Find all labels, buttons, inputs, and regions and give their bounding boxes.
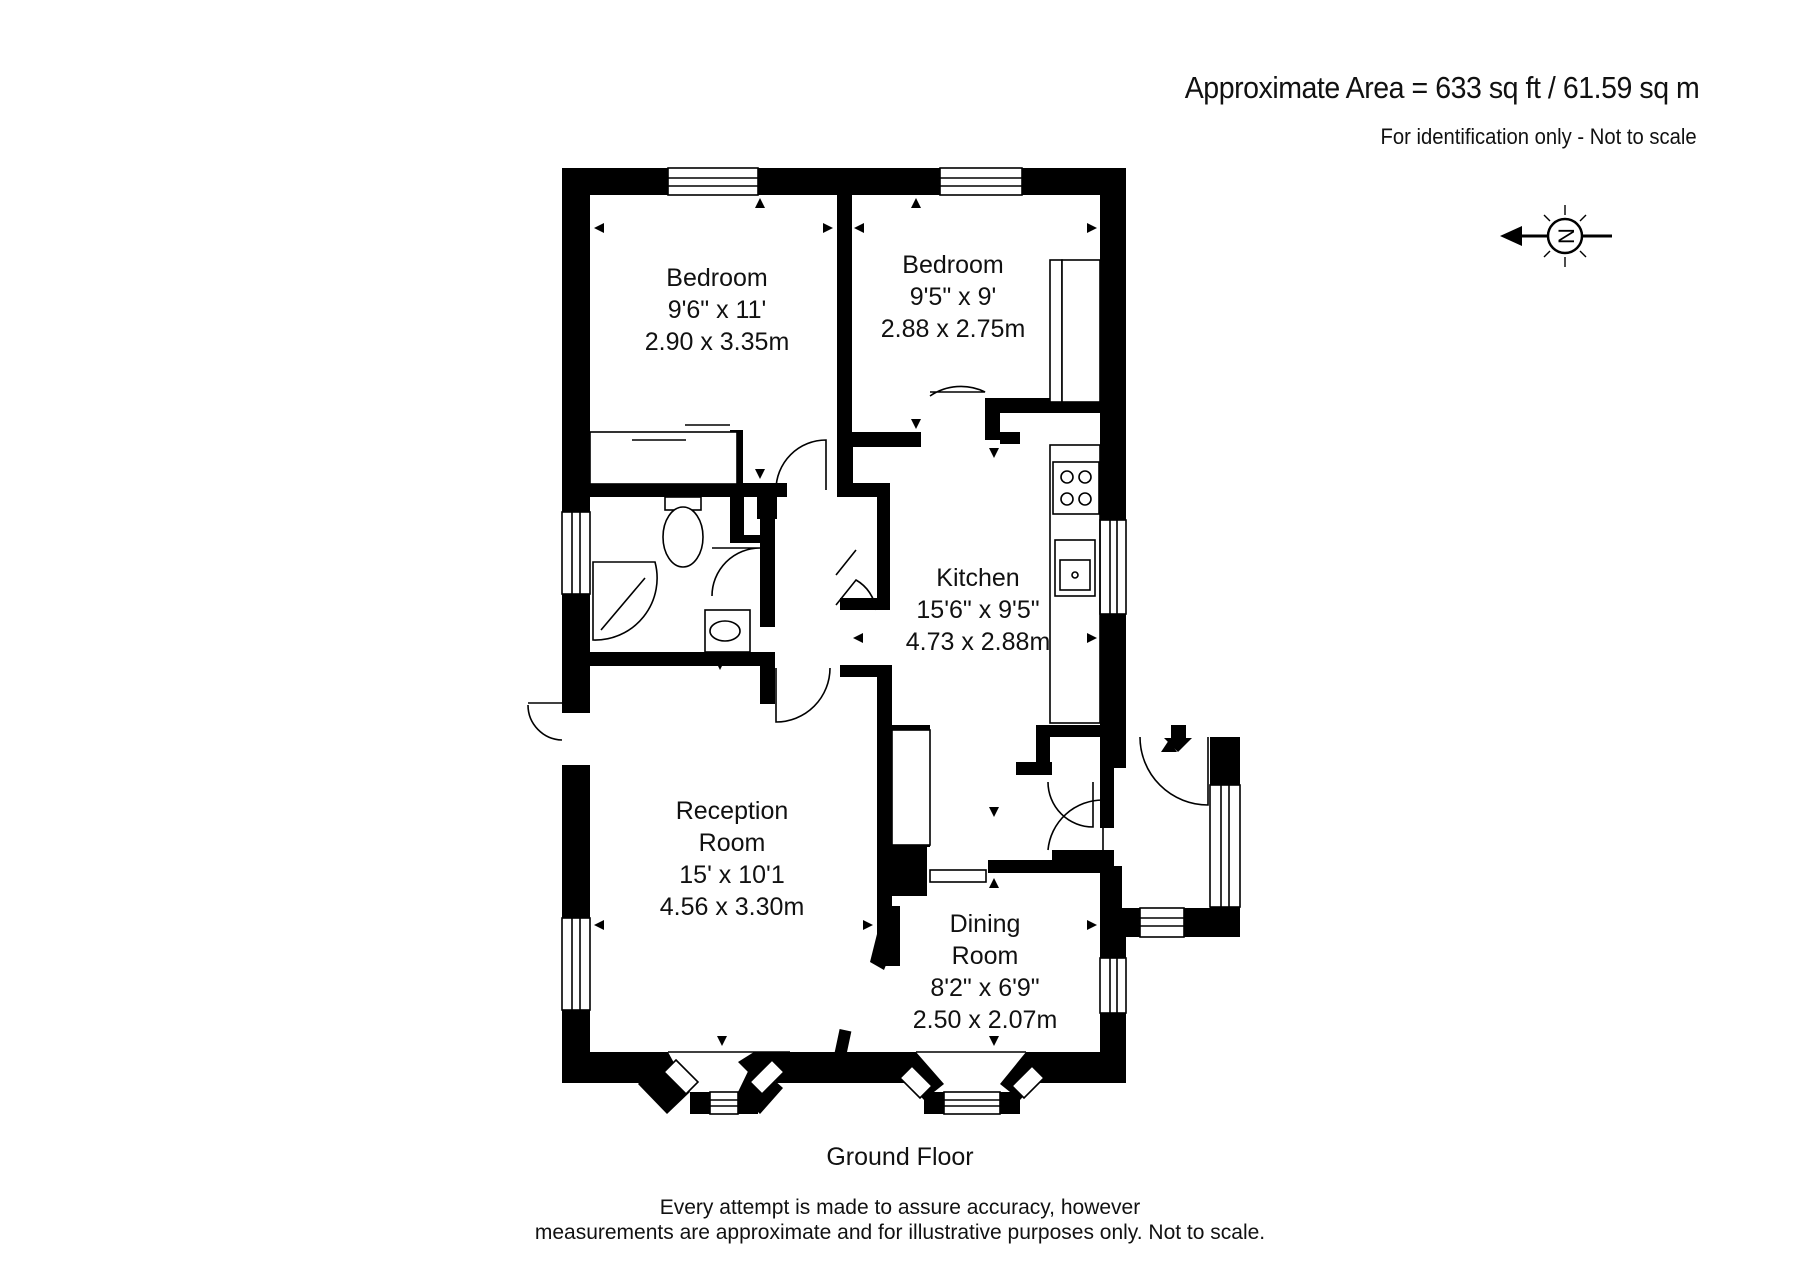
room-dining: Dining Room 8'2" x 6'9" 2.50 x 2.07m (913, 910, 1058, 1034)
room-imperial: 9'6" x 11' (668, 296, 767, 324)
room-name: Bedroom (666, 264, 767, 292)
room-kitchen: Kitchen 15'6" x 9'5" 4.73 x 2.88m (906, 564, 1051, 656)
disclaimer-line-2: measurements are approximate and for ill… (534, 1221, 1266, 1244)
room-name-line1: Reception (676, 797, 789, 825)
floor-label: Ground Floor (826, 1143, 974, 1171)
room-imperial: 8'2" x 6'9" (930, 974, 1039, 1002)
disclaimer: Every attempt is made to assure accuracy… (0, 1195, 1800, 1245)
disclaimer-line-1: Every attempt is made to assure accuracy… (659, 1196, 1141, 1219)
doors (527, 385, 1209, 851)
room-imperial: 9'5" x 9' (910, 283, 997, 311)
compass-label: N (1554, 228, 1579, 244)
room-metric: 2.50 x 2.07m (913, 1006, 1058, 1034)
kitchen-units (1049, 444, 1101, 724)
room-reception: Reception Room 15' x 10'1 4.56 x 3.30m (660, 797, 805, 921)
room-name-line2: Room (952, 942, 1019, 970)
room-bedroom-2: Bedroom 9'5" x 9' 2.88 x 2.75m (881, 251, 1026, 343)
interior-walls (590, 195, 1114, 1055)
room-name: Kitchen (936, 564, 1019, 592)
entrance-arrow-icon (1164, 725, 1192, 752)
room-name-line1: Dining (950, 910, 1021, 938)
area-title: Approximate Area = 633 sq ft / 61.59 sq … (1184, 70, 1699, 105)
room-metric: 2.90 x 3.35m (645, 328, 790, 356)
bay-window-dining (898, 1051, 1046, 1115)
room-imperial: 15' x 10'1 (679, 861, 784, 889)
windows (561, 167, 1241, 1014)
outer-walls (562, 168, 1240, 1083)
room-metric: 4.56 x 3.30m (660, 893, 805, 921)
identification-note: For identification only - Not to scale (1380, 124, 1697, 149)
bay-window-reception (638, 1051, 790, 1115)
dimension-markers (594, 198, 1177, 1046)
room-imperial: 15'6" x 9'5" (916, 596, 1039, 624)
compass-north-arrow-icon: N (1500, 205, 1612, 267)
room-metric: 2.88 x 2.75m (881, 315, 1026, 343)
bathroom-fixtures (592, 496, 751, 653)
room-name: Bedroom (902, 251, 1003, 279)
room-metric: 4.73 x 2.88m (906, 628, 1051, 656)
room-name-line2: Room (699, 829, 766, 857)
room-bedroom-1: Bedroom 9'6" x 11' 2.90 x 3.35m (645, 264, 790, 356)
wardrobes (589, 259, 1101, 883)
